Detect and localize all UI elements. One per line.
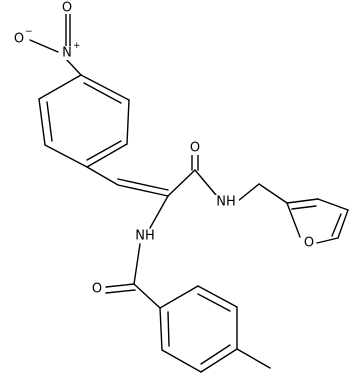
- ring-b-bond-4: [200, 348, 238, 373]
- ring-a-bond-2: [126, 99, 130, 145]
- furylmethyl-amide: [167, 153, 288, 204]
- methylphenyl-ring: [159, 285, 271, 373]
- benzamide-linkage: [105, 195, 169, 309]
- furan-bond-2: [317, 198, 349, 211]
- ring-b-bond-5: [161, 349, 202, 373]
- furan-inner-2: [331, 213, 342, 237]
- furan-ring: [286, 198, 349, 244]
- ring-b-bond-6: [159, 307, 163, 351]
- atom-labels: N + O − O O NH O NH O: [12, 1, 316, 297]
- nitro-group: [29, 12, 82, 76]
- bond-ring-ch: [86, 166, 119, 186]
- ring-a-bond-3: [86, 143, 128, 168]
- furan-oxygen-label: O: [304, 236, 314, 251]
- bond-n-o-left: [29, 39, 59, 53]
- bond-calpha-nh: [149, 195, 169, 229]
- amide-nh-right-label: NH: [216, 195, 236, 210]
- bond-ch2-furan: [258, 183, 288, 204]
- nitro-nitrogen-charge: +: [73, 41, 81, 51]
- amide-nh-left-label: NH: [135, 229, 155, 244]
- ring-b-inner-1: [197, 293, 231, 312]
- bond-carbonyl-ring: [133, 283, 161, 309]
- nitrophenyl-ring: [38, 74, 130, 168]
- ring-a-inner-1: [83, 82, 122, 104]
- furan-bond-1: [286, 198, 319, 204]
- furan-inner-1: [291, 205, 317, 210]
- benzamide-oxygen-label: O: [92, 282, 102, 297]
- bond-nh-carbonyl: [133, 243, 141, 285]
- ring-a-bond-1: [80, 74, 130, 101]
- bond-n-ch2: [237, 183, 260, 202]
- ring-b-inner-3: [167, 311, 170, 347]
- nitro-oxygen-left-label: O: [14, 32, 24, 47]
- bond-benz-carbonyl-o-2: [105, 289, 136, 294]
- bond-c-c-double-2: [117, 178, 169, 191]
- vinyl-linkage: [86, 166, 169, 197]
- ring-a-bond-5: [38, 98, 46, 146]
- ring-a-inner-3: [46, 101, 53, 142]
- nitro-oxygen-left-charge: −: [25, 27, 33, 37]
- furan-bond-4: [316, 237, 339, 244]
- bond-ring-methyl: [236, 348, 271, 369]
- nitro-nitrogen-label: N: [62, 46, 72, 61]
- bond-benz-carbonyl-o-1: [105, 283, 135, 288]
- furan-bond-3: [337, 209, 349, 239]
- ring-b-inner-2: [200, 344, 231, 365]
- bond-carbonyl-n: [194, 169, 217, 196]
- ring-b-bond-2: [197, 285, 238, 308]
- ring-a-inner-2: [86, 140, 122, 161]
- furan-bond-5: [286, 202, 301, 238]
- bond-n-ring: [66, 59, 82, 76]
- bond-c-c-double-1: [117, 184, 169, 197]
- ring-b-bond-1: [159, 285, 199, 309]
- ring-a-bond-6: [38, 74, 82, 100]
- ring-a-bond-4: [44, 144, 88, 168]
- nitro-oxygen-top-label: O: [62, 1, 72, 16]
- bond-calpha-carbonyl: [167, 169, 196, 197]
- amide-oxygen-label: O: [190, 141, 200, 156]
